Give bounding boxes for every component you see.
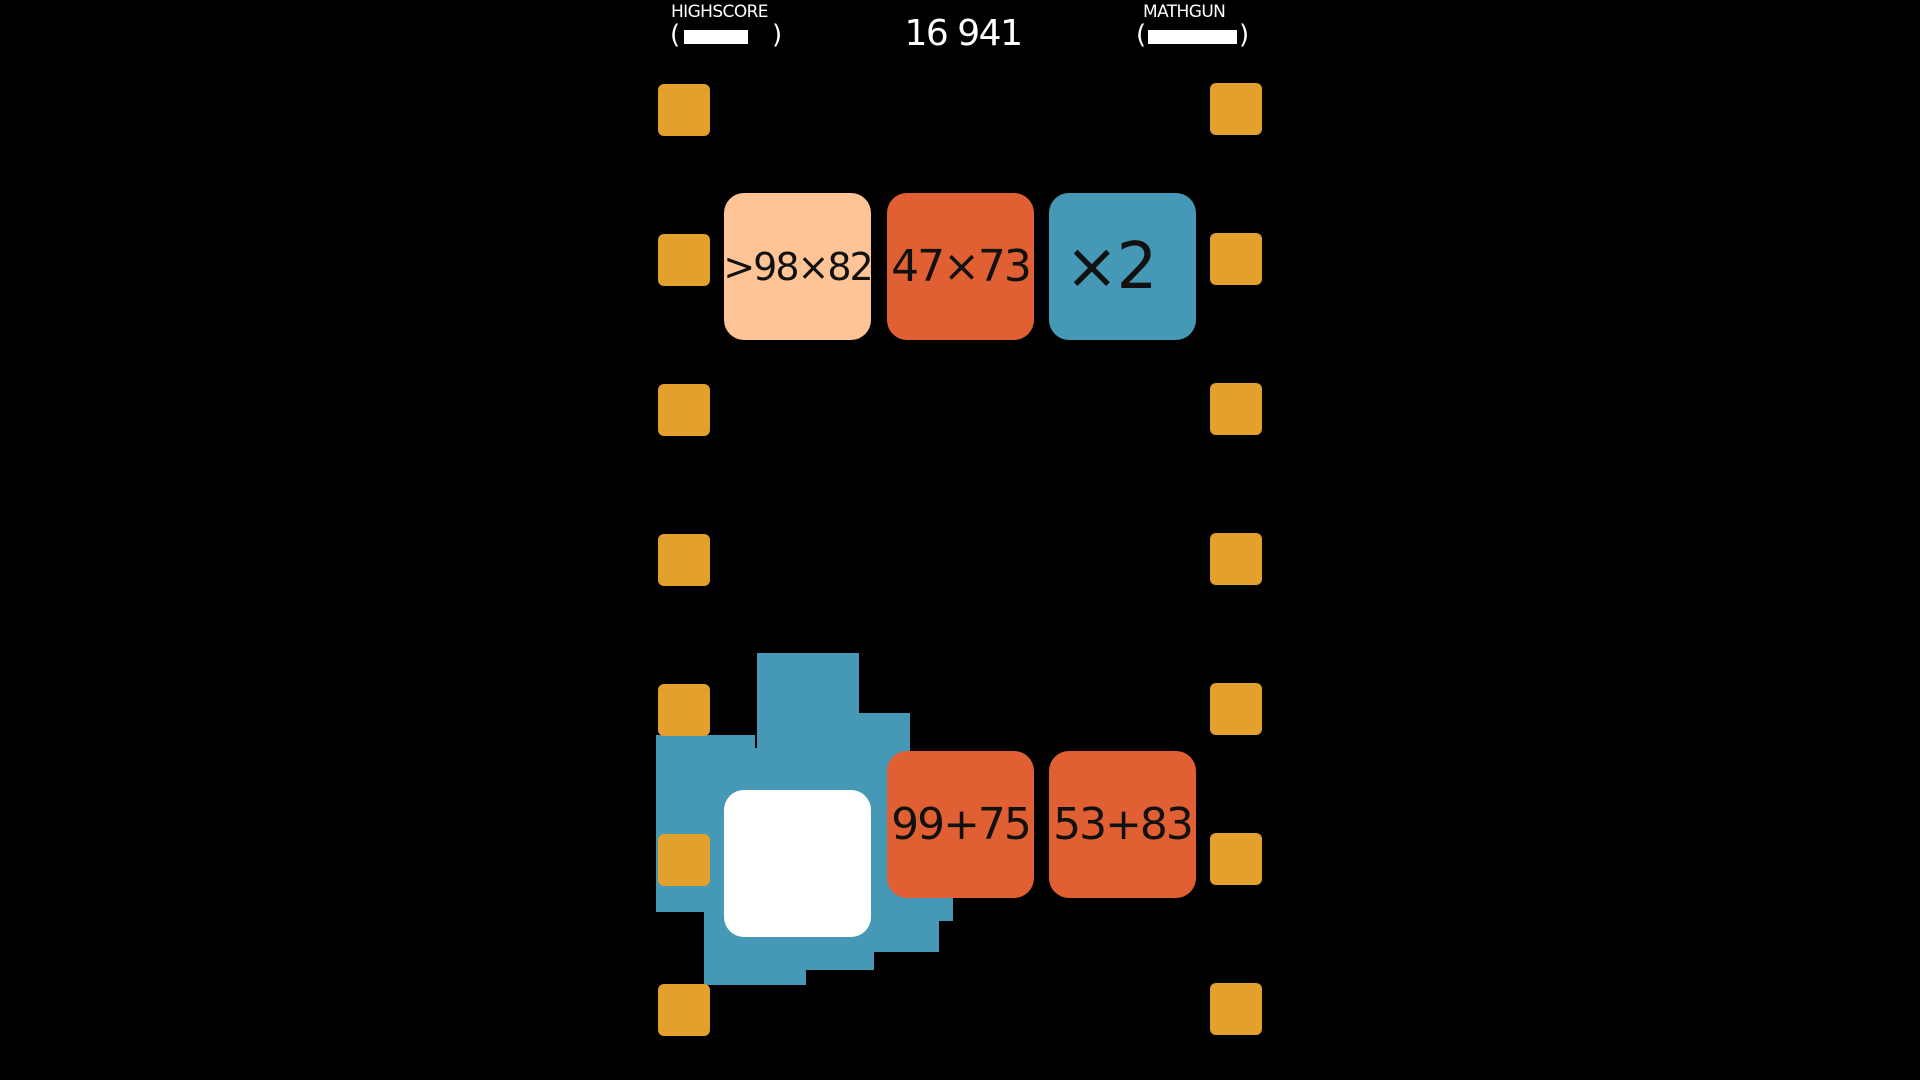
left-peg-4 xyxy=(658,534,710,586)
player-tile[interactable] xyxy=(724,790,871,937)
current-score: 16 941 xyxy=(904,13,1023,54)
highscore-meter-bar xyxy=(684,30,748,44)
highscore-bracket-open: ( xyxy=(670,20,681,50)
right-peg-5 xyxy=(1210,683,1262,735)
left-peg-5 xyxy=(658,684,710,736)
tile-label: 99+75 xyxy=(891,799,1032,850)
tile-47x73[interactable]: 47×73 xyxy=(887,193,1034,340)
right-peg-3 xyxy=(1210,383,1262,435)
left-peg-3 xyxy=(658,384,710,436)
tile-label: 47×73 xyxy=(891,241,1032,292)
left-peg-6 xyxy=(658,834,710,886)
mathgun-meter-bar xyxy=(1148,30,1237,44)
highscore-label: HIGHSCORE xyxy=(671,2,769,22)
left-peg-2 xyxy=(658,234,710,286)
right-peg-6 xyxy=(1210,833,1262,885)
right-peg-2 xyxy=(1210,233,1262,285)
mathgun-label: MATHGUN xyxy=(1143,2,1226,22)
mathgun-bracket-open: ( xyxy=(1136,20,1147,50)
tile-multiplier-x2[interactable]: ×2 xyxy=(1049,193,1196,340)
tile-label: ×2 xyxy=(1065,229,1157,304)
tile-target-98x82[interactable]: >98×82 xyxy=(723,193,874,340)
highscore-bracket-close: ) xyxy=(772,20,783,50)
tile-label: >98×82 xyxy=(723,244,873,289)
right-peg-7 xyxy=(1210,983,1262,1035)
tile-53plus83[interactable]: 53+83 xyxy=(1049,751,1196,898)
right-peg-4 xyxy=(1210,533,1262,585)
mathgun-bracket-close: ) xyxy=(1239,20,1250,50)
left-peg-1 xyxy=(658,84,710,136)
tile-label: 53+83 xyxy=(1053,799,1194,850)
left-peg-7 xyxy=(658,984,710,1036)
tile-99plus75[interactable]: 99+75 xyxy=(887,751,1034,898)
right-peg-1 xyxy=(1210,83,1262,135)
